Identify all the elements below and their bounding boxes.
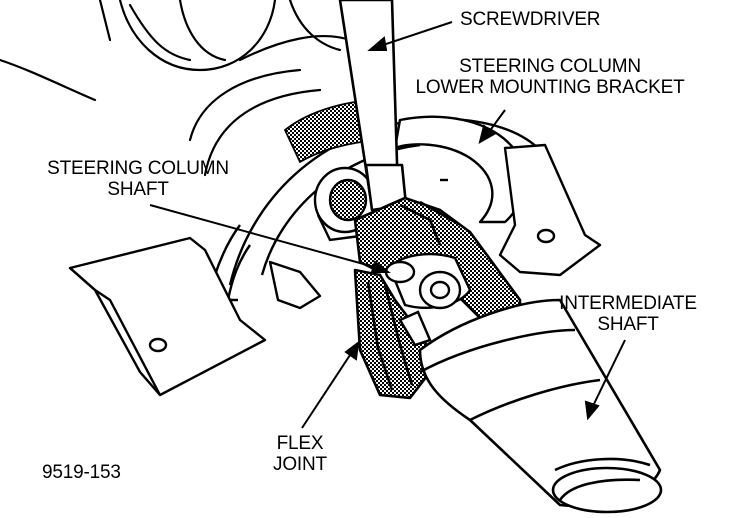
intermediate-shaft	[418, 298, 663, 514]
label-screwdriver: SCREWDRIVER	[460, 9, 601, 30]
label-screwdriver-text: SCREWDRIVER	[460, 9, 601, 30]
label-intermediate-line2: SHAFT	[597, 314, 659, 335]
label-flex-line1: FLEX	[276, 433, 324, 454]
column-bushing	[313, 166, 377, 242]
label-lower-mounting-bracket: STEERING COLUMN LOWER MOUNTING BRACKET	[404, 56, 696, 98]
label-column-shaft-line2: SHAFT	[107, 179, 169, 200]
u-joint-center	[384, 252, 472, 347]
label-flex-joint: FLEX JOINT	[255, 433, 345, 475]
label-flex-line2: JOINT	[273, 454, 327, 475]
label-intermediate-shaft: INTERMEDIATE SHAFT	[548, 293, 708, 335]
label-column-shaft-line1: STEERING COLUMN	[47, 158, 229, 179]
label-bracket-line2: LOWER MOUNTING BRACKET	[415, 77, 685, 98]
lower-mounting-bracket	[393, 115, 602, 277]
label-bracket-line1: STEERING COLUMN	[459, 56, 641, 77]
figure-id: 9519-153	[42, 462, 121, 483]
label-steering-column-shaft: STEERING COLUMN SHAFT	[28, 158, 248, 200]
leader-lines	[149, 21, 626, 429]
label-intermediate-line1: INTERMEDIATE	[559, 293, 697, 314]
background-housing	[0, 0, 352, 177]
left-mounting-plate	[68, 236, 322, 397]
